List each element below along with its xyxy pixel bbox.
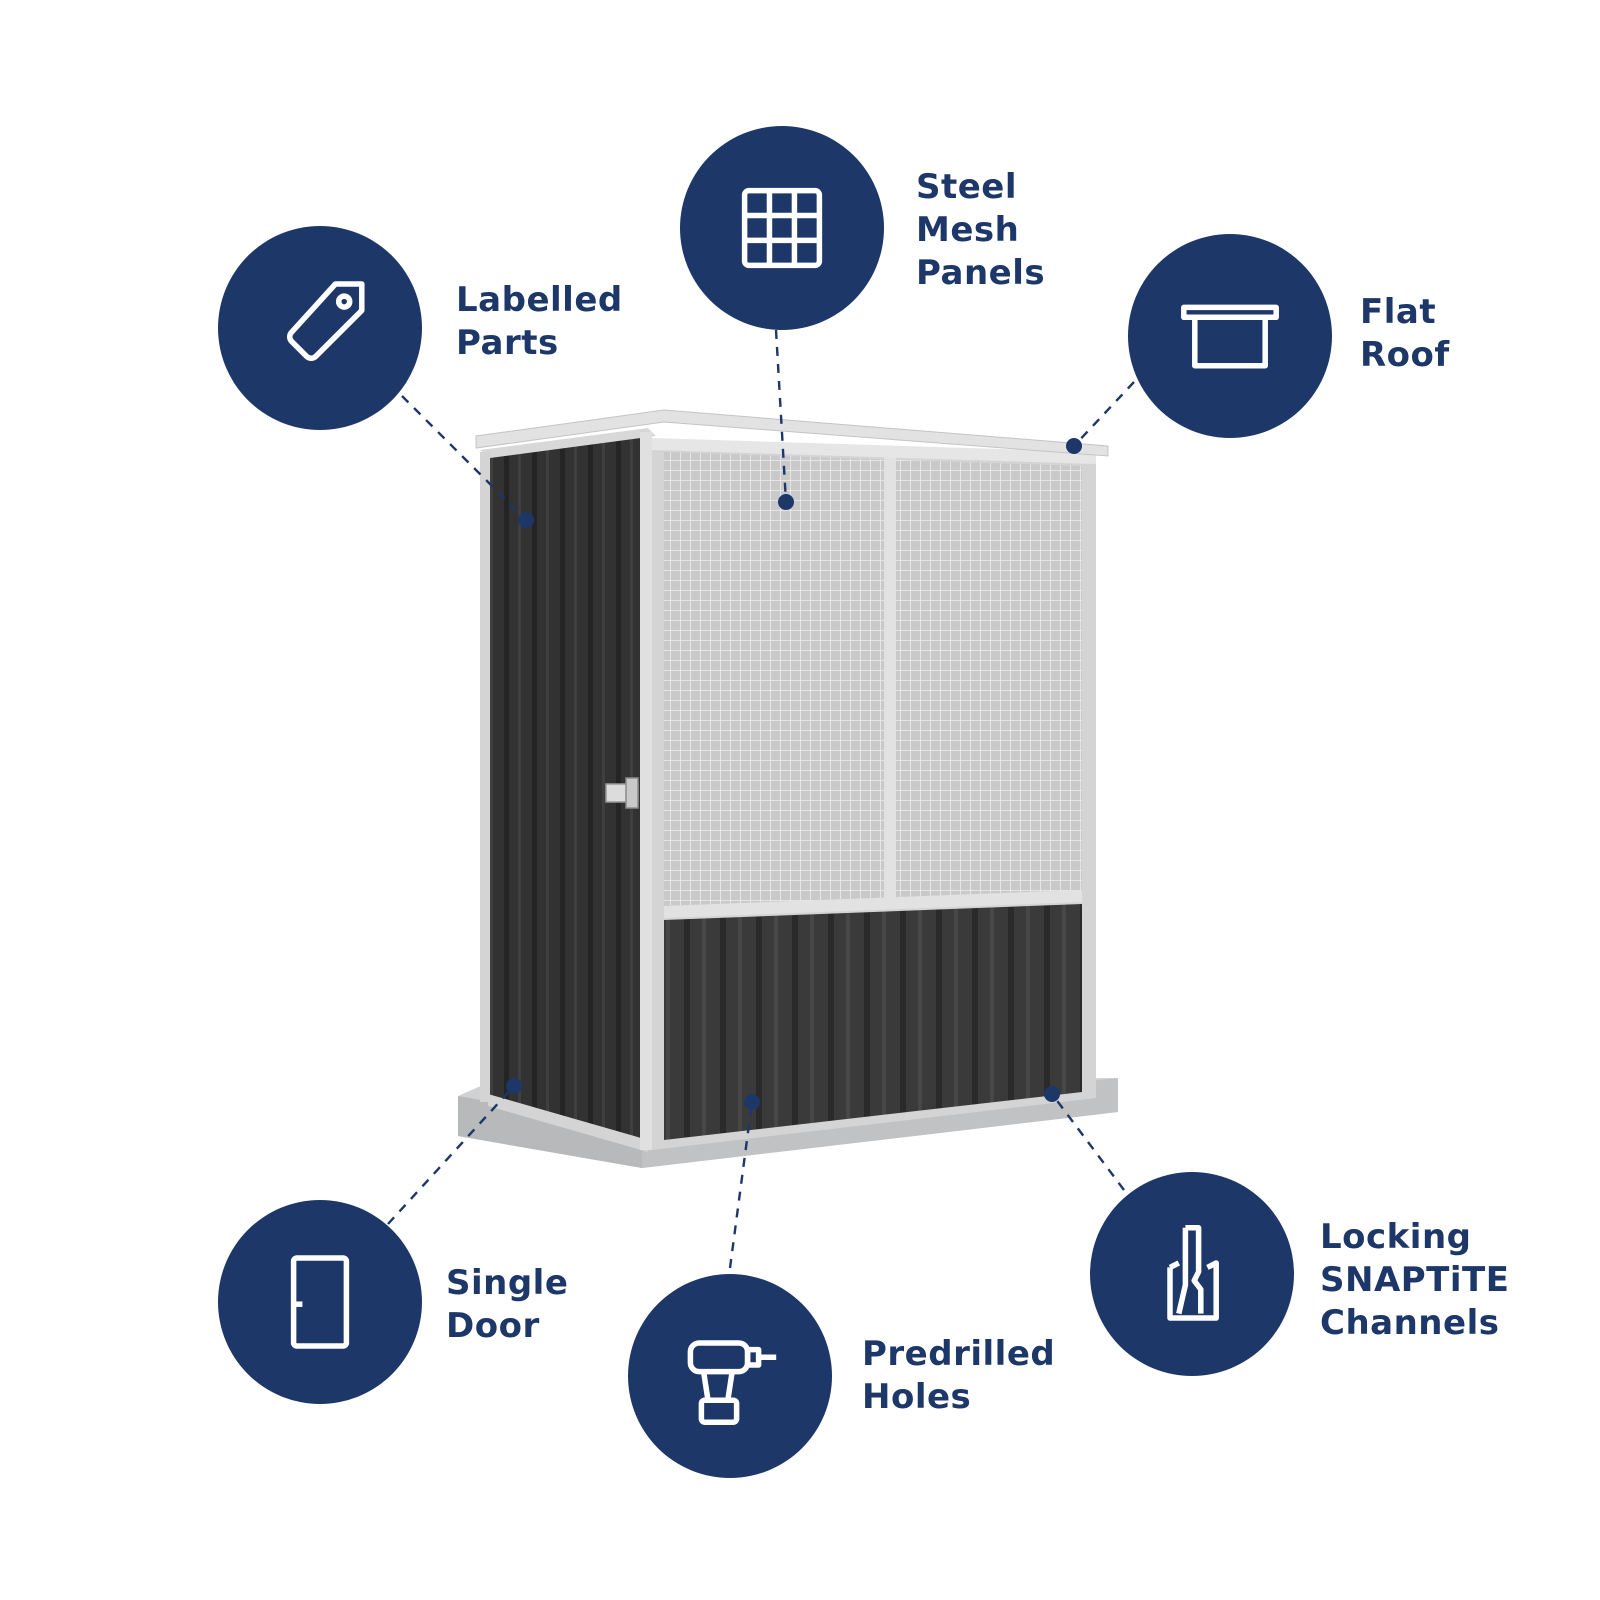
predrilled-holes-badge [628,1274,832,1478]
locking-snaptite-channels-label: Locking SNAPTiTE Channels [1320,1217,1510,1343]
front-wall [651,438,1097,1150]
channel-icon [1167,1225,1219,1321]
single-door-badge [218,1200,422,1404]
steel-mesh-panels-label: Steel Mesh Panels [916,167,1046,293]
tag-icon [287,281,365,361]
flat-roof-panel [475,409,1109,457]
single-door-label: Single Door [446,1263,569,1346]
labelled-parts-label: Labelled Parts [456,280,623,363]
locking-snaptite-channels-badge [1090,1172,1294,1376]
drill-icon [687,1340,777,1425]
predrilled-holes-label: Predrilled Holes [862,1334,1056,1417]
leader-dots [506,438,1082,1110]
grid-icon [741,187,823,269]
labelled-parts-badge [218,226,422,430]
leader-lines [387,329,1135,1269]
flat-roof-label: Flat Roof [1360,292,1450,375]
flat-roof-icon [1181,304,1279,369]
steel-mesh-panels-badge [680,126,884,330]
door-icon [290,1255,350,1349]
flat-roof-badge [1128,234,1332,438]
side-wall [480,428,656,1152]
